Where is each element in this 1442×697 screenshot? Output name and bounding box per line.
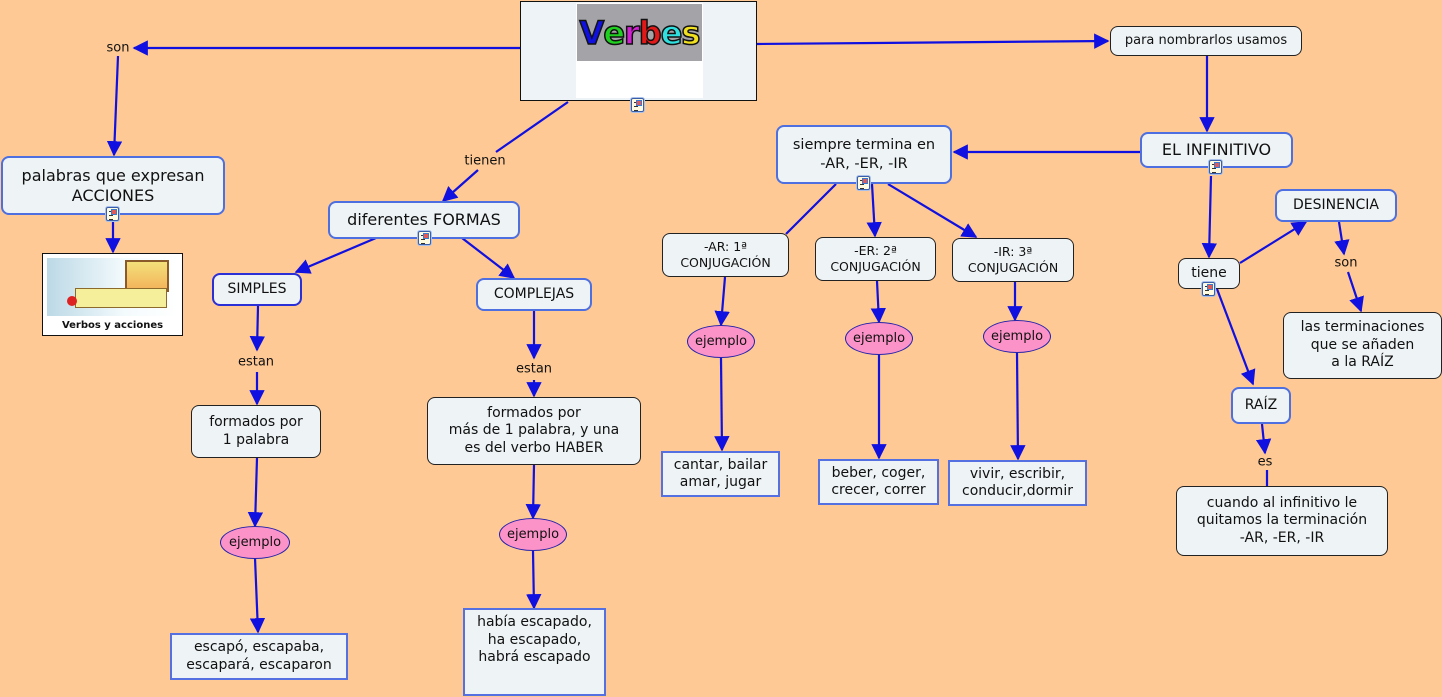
link-formas-complejas xyxy=(461,237,516,279)
ejemplo-node[interactable]: ejemplo xyxy=(845,322,913,355)
link-infinitivo-tiene xyxy=(1201,175,1218,259)
link-label-son: son xyxy=(1332,255,1360,271)
logo-letter: e xyxy=(660,13,683,53)
ejemplo-node[interactable]: ejemplo xyxy=(983,320,1051,353)
link-tienen-formas xyxy=(441,169,479,203)
link-termina-conj3 xyxy=(887,183,978,238)
node-formados-1-palabra[interactable]: formados por 1 palabra xyxy=(191,405,321,458)
resource-attachment-icon[interactable] xyxy=(631,98,644,112)
node-desinencia[interactable]: DESINENCIA xyxy=(1275,189,1397,222)
node-para-nombrarlos[interactable]: para nombrarlos usamos xyxy=(1110,26,1302,56)
logo-letter: e xyxy=(603,13,626,53)
alarm-clock-illustration xyxy=(67,296,77,306)
logo-letter: V xyxy=(579,13,605,53)
node-siempre-termina[interactable]: siempre termina en -AR, -ER, -IR xyxy=(776,125,952,184)
link-tiene-desinencia xyxy=(1239,221,1308,264)
node-raiz[interactable]: RAÍZ xyxy=(1231,387,1291,424)
node-ejemplo-er[interactable]: beber, coger, crecer, correr xyxy=(818,459,939,505)
resource-attachment-icon[interactable] xyxy=(857,176,870,190)
link-termina-conj2 xyxy=(866,183,882,238)
node-terminaciones[interactable]: las terminaciones que se añaden a la RAÍ… xyxy=(1283,312,1442,379)
link-label-tienen: tienen xyxy=(462,153,508,169)
node-cuando-infinitivo[interactable]: cuando al infinitivo le quitamos la term… xyxy=(1176,486,1388,556)
link-tiene-raiz xyxy=(1215,288,1256,386)
bedroom-illustration xyxy=(47,258,178,316)
node-conjugacion-2[interactable]: -ER: 2ª CONJUGACIÓN xyxy=(815,237,936,281)
node-ejemplo-ar[interactable]: cantar, bailar amar, jugar xyxy=(661,451,780,497)
resource-attachment-icon[interactable] xyxy=(1202,282,1215,296)
link-verbos-nombrarlos xyxy=(756,33,1110,49)
node-conjugacion-1[interactable]: -AR: 1ª CONJUGACIÓN xyxy=(662,233,789,277)
link-son-acciones xyxy=(106,55,123,157)
link-desinencia-son xyxy=(1334,221,1350,256)
link-formas-simples xyxy=(294,236,377,274)
bed-illustration xyxy=(75,288,167,308)
resource-attachment-icon[interactable] xyxy=(1209,160,1222,174)
link-ejemplo-habia xyxy=(526,550,542,610)
window-illustration xyxy=(125,260,169,292)
node-complejas[interactable]: COMPLEJAS xyxy=(476,278,592,311)
link-raiz-es xyxy=(1255,423,1272,455)
logo-letter: b xyxy=(638,13,662,53)
link-label-estan: estan xyxy=(235,354,277,370)
link-label-es: es xyxy=(1255,454,1275,470)
node-ejemplo-ir[interactable]: vivir, escribir, conducir,dormir xyxy=(948,460,1087,506)
node-formados-mas-palabras[interactable]: formados por más de 1 palabra, y una es … xyxy=(427,397,641,465)
link-formados2-ejemplo xyxy=(525,464,541,520)
link-ejemplo-ar xyxy=(714,357,730,452)
ejemplo-node[interactable]: ejemplo xyxy=(220,526,290,559)
resource-attachment-icon[interactable] xyxy=(418,231,431,245)
link-ejemplo-escapo xyxy=(249,557,266,634)
verbos-acciones-image[interactable]: Verbos y acciones xyxy=(42,253,183,336)
ejemplo-node[interactable]: ejemplo xyxy=(499,518,567,551)
node-ejemplo-complejas[interactable]: había escapado, ha escapado, habrá escap… xyxy=(463,608,606,696)
resource-attachment-icon[interactable] xyxy=(106,207,119,221)
node-ejemplo-simples[interactable]: escapó, escapaba, escapará, escaparon xyxy=(170,633,348,680)
ejemplo-node[interactable]: ejemplo xyxy=(687,325,755,358)
image-caption: Verbos y acciones xyxy=(61,320,164,331)
link-ejemplo-ir xyxy=(1010,352,1026,461)
link-simples-estan xyxy=(249,305,266,352)
link-verbos-tienen xyxy=(495,101,569,153)
link-label-son: son xyxy=(104,40,132,56)
logo-letter: s xyxy=(681,13,702,53)
link-termina-conj1 xyxy=(785,183,837,235)
node-conjugacion-3[interactable]: -IR: 3ª CONJUGACIÓN xyxy=(952,238,1074,282)
link-conj1-ejemplo xyxy=(714,276,730,327)
link-conj2-ejemplo xyxy=(870,280,887,324)
link-label-estan: estan xyxy=(513,361,555,377)
node-el-infinitivo[interactable]: EL INFINITIVO xyxy=(1140,132,1293,168)
link-formados1-ejemplo xyxy=(247,457,264,528)
logo-letter: r xyxy=(623,13,640,53)
link-son-terminaciones xyxy=(1346,271,1364,313)
node-simples[interactable]: SIMPLES xyxy=(212,273,302,306)
